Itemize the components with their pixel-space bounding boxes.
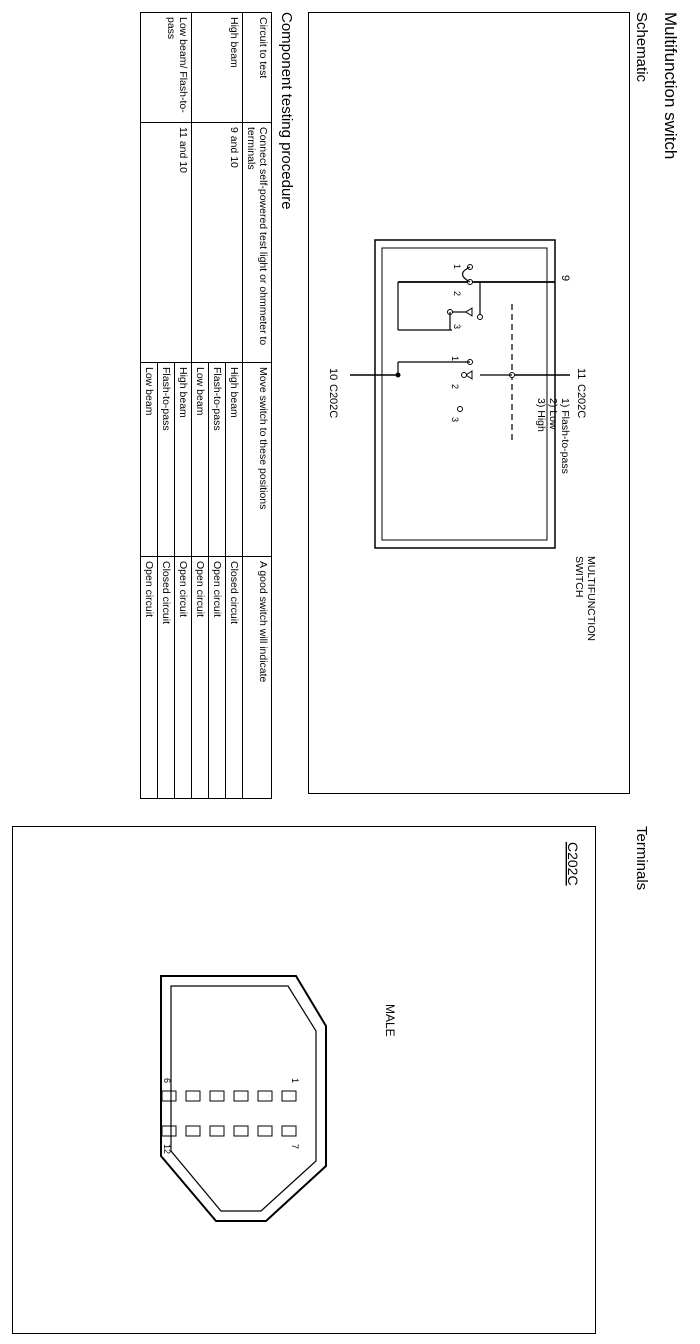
pin-6-label: 6 <box>162 1078 172 1083</box>
pin-12-label: 12 <box>162 1144 172 1154</box>
legend-flash-to-pass: 1) Flash-to-pass <box>559 398 571 474</box>
row1-result-low: Open circuit <box>191 556 209 799</box>
row2-result-flash: Closed circuit <box>157 556 175 799</box>
pin-9-label: 9 <box>559 275 571 281</box>
row2-position-low: Low beam <box>140 362 158 557</box>
page-title: Multifunction switch <box>661 12 680 160</box>
pin-1-label: 1 <box>290 1078 300 1083</box>
schematic-heading: Schematic <box>633 12 650 83</box>
procedure-header-row: Circuit to test Connect self-powered tes… <box>242 12 272 799</box>
pin-11-label: 11 <box>575 368 587 379</box>
connector-name: C202C <box>565 842 581 886</box>
row1-position-flash: Flash-to-pass <box>208 362 226 557</box>
switch-label-line2: SWITCH <box>573 556 585 597</box>
legend-low: 2) Low <box>547 398 559 430</box>
pin-7-label: 7 <box>290 1144 300 1149</box>
connector-gender: MALE <box>383 1004 397 1037</box>
contact-3-right: 3 <box>450 417 460 422</box>
switch-inner-outline <box>381 247 548 541</box>
connector-c202c-top: C202C <box>575 384 587 418</box>
connector-face-drawing: C202C MALE 1 6 7 12 <box>160 842 581 1222</box>
pin-grid <box>161 1090 297 1137</box>
row2-result-high: Open circuit <box>174 556 192 799</box>
contact-2-right: 2 <box>450 384 460 389</box>
row2-result-low: Open circuit <box>140 556 158 799</box>
row2-position-flash: Flash-to-pass <box>157 362 175 557</box>
switch-label-line1: MULTIFUNCTION <box>585 556 597 641</box>
switch-outline <box>374 239 556 549</box>
row1-position-high: High beam <box>225 362 243 557</box>
table-row: High beam 9 and 10 High beam Closed circ… <box>191 12 243 799</box>
row1-circuit: High beam <box>191 12 243 123</box>
legend-high: 3) High <box>535 398 547 432</box>
contact-3-left: 3 <box>452 324 462 329</box>
header-positions: Move switch to these positions <box>242 362 272 557</box>
header-terminals: Connect self-powered test light or ohmme… <box>242 122 272 363</box>
row1-result-flash: Open circuit <box>208 556 226 799</box>
pin-10-label: 10 <box>327 368 339 380</box>
row2-position-high: High beam <box>174 362 192 557</box>
header-result: A good switch will indicate <box>242 556 272 799</box>
terminals-heading: Terminals <box>633 826 650 891</box>
procedure-table: Circuit to test Connect self-powered tes… <box>140 12 272 799</box>
connector-c202c-bottom: C202C <box>327 384 339 418</box>
row2-circuit: Low beam/ Flash-to-pass <box>140 12 192 123</box>
row1-terminals: 9 and 10 <box>191 122 243 363</box>
contact-1-left: 1 <box>452 264 462 269</box>
table-row: Low beam/ Flash-to-pass 11 and 10 High b… <box>140 12 192 799</box>
header-circuit: Circuit to test <box>242 12 272 123</box>
contact-1-right: 1 <box>450 356 460 361</box>
row2-terminals: 11 and 10 <box>140 122 192 363</box>
row1-position-low: Low beam <box>191 362 209 557</box>
schematic-diagram: 9 11 C202C 10 C202C 1) Flash-to-pass 2) … <box>327 239 597 641</box>
contact-2-left: 2 <box>452 291 462 296</box>
procedure-heading: Component testing procedure <box>278 12 295 210</box>
row1-result-high: Closed circuit <box>225 556 243 799</box>
